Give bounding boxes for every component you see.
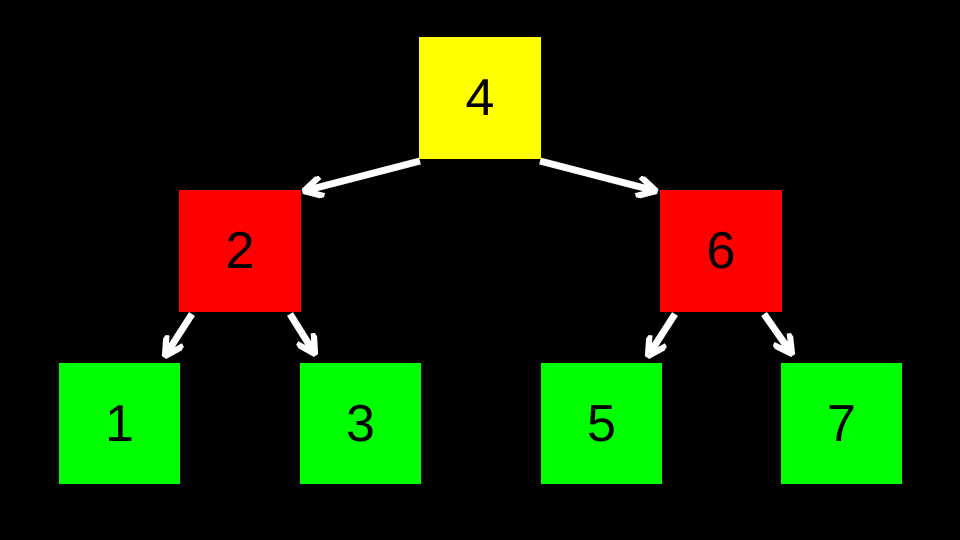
tree-node-label: 6: [706, 222, 736, 280]
tree-node-2: 2: [179, 190, 301, 312]
tree-node-5: 5: [541, 363, 662, 484]
tree-edge-6-7: [761, 311, 792, 354]
tree-node-1: 1: [59, 363, 180, 484]
tree-node-7: 7: [781, 363, 902, 484]
tree-edge-4-6: [539, 157, 656, 191]
tree-node-4: 4: [419, 37, 541, 159]
tree-node-label: 7: [827, 394, 856, 453]
tree-node-label: 1: [105, 394, 134, 453]
tree-node-label: 2: [225, 222, 255, 280]
tree-node-label: 5: [587, 394, 616, 453]
tree-node-3: 3: [300, 363, 421, 484]
tree-node-label: 4: [465, 69, 495, 127]
tree-edge-4-2: [304, 157, 421, 191]
tree-node-label: 3: [346, 394, 375, 453]
tree-edge-6-5: [648, 312, 678, 356]
tree-node-6: 6: [660, 190, 782, 312]
tree-edge-2-3: [287, 312, 315, 354]
tree-edge-2-1: [165, 312, 195, 356]
